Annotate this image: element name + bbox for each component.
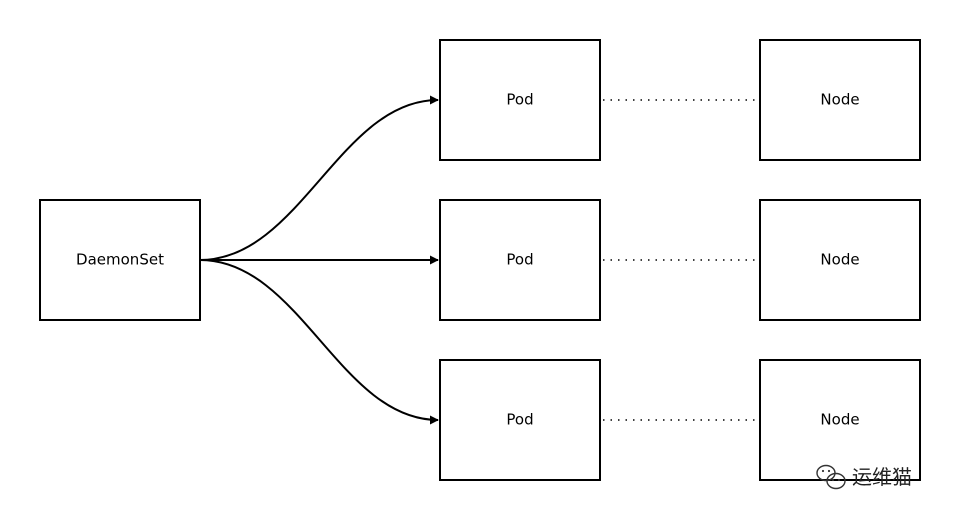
node-box-1: Node — [759, 39, 921, 161]
pod-label: Pod — [506, 91, 533, 109]
node-box-3: Node — [759, 359, 921, 481]
pod-node-links — [603, 99, 756, 421]
node-box-2: Node — [759, 199, 921, 321]
pod-node-1: Pod — [439, 39, 601, 161]
node-label: Node — [820, 411, 859, 429]
edge-daemonset-pod-1 — [199, 95, 439, 261]
daemonset-label: DaemonSet — [76, 251, 164, 269]
pod-label: Pod — [506, 411, 533, 429]
watermark-text: 运维猫 — [852, 465, 912, 489]
pod-node-2: Pod — [439, 199, 601, 321]
wechat-icon — [816, 464, 846, 490]
node-label: Node — [820, 91, 859, 109]
watermark: 运维猫 — [816, 464, 912, 490]
daemonset-node: DaemonSet — [39, 199, 201, 321]
edge-daemonset-pod-3 — [199, 259, 439, 425]
pod-node-3: Pod — [439, 359, 601, 481]
edges — [199, 95, 439, 425]
pod-label: Pod — [506, 251, 533, 269]
node-label: Node — [820, 251, 859, 269]
